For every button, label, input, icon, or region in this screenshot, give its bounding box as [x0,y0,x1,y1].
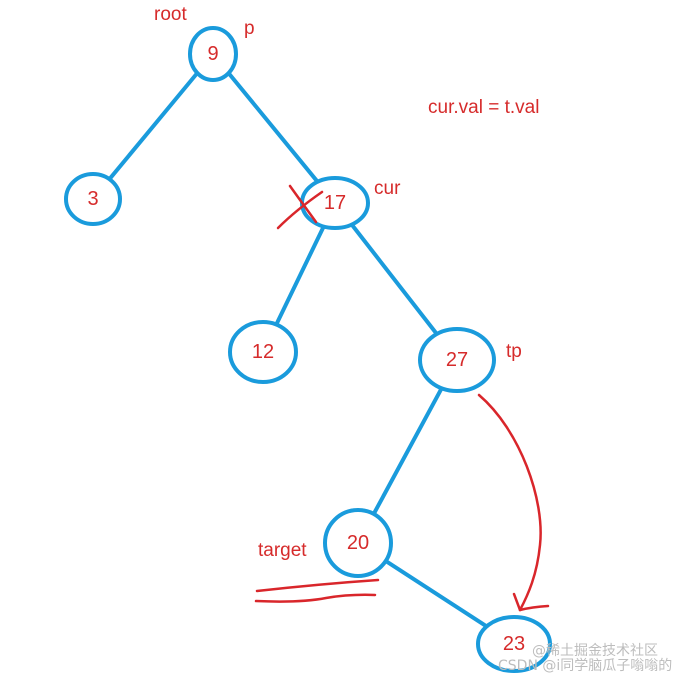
tree-node-23: 23 [476,615,552,673]
node-value: 12 [252,341,274,363]
node-circle [323,508,393,578]
arrow-head-left [512,592,522,612]
tree-node-12: 12 [228,320,298,384]
tree-node-3: 3 [64,172,122,226]
node-circle [418,327,496,393]
condition-text: cur.val = t.val [428,97,539,118]
edge-n20-n23 [383,558,489,629]
edge-n9-n3 [107,71,200,182]
tree-node-17: 17 [300,176,370,230]
tree-nodes: 9 3 17 12 27 20 23 [64,26,552,673]
label-tp: tp [506,341,522,362]
node-value: 17 [324,192,346,214]
label-target: target [258,540,307,561]
tree-node-20: 20 [323,508,393,578]
tree-node-27: 27 [418,327,496,393]
tree-node-9: 9 [188,26,238,82]
watermark-line-1: @稀土掘金技术社区 [532,643,658,659]
cross-mark-on-17 [276,184,324,230]
arrow-head-right [518,604,550,612]
tree-edges [107,71,489,629]
label-p: p [244,18,255,39]
edge-n9-n17 [226,71,320,184]
node-value: 3 [87,188,98,210]
node-value: 9 [207,43,218,65]
node-circle [228,320,298,384]
arrow-curve-tp-to-23 [477,393,542,612]
edge-n27-n20 [371,386,444,516]
watermark-line-2: CSDN @i同学脑瓜子嗡嗡的 [498,658,673,674]
node-value: 27 [446,349,468,371]
label-cur: cur [374,178,401,199]
node-circle [476,615,552,673]
node-value: 20 [347,532,369,554]
label-root: root [154,4,187,25]
underline-stroke-1 [255,578,380,593]
underline-stroke-2 [254,593,377,603]
node-circle [64,172,122,226]
node-value: 23 [503,633,525,655]
node-circle [188,26,238,82]
edge-n17-n27 [349,222,439,336]
edge-n17-n12 [274,224,326,327]
